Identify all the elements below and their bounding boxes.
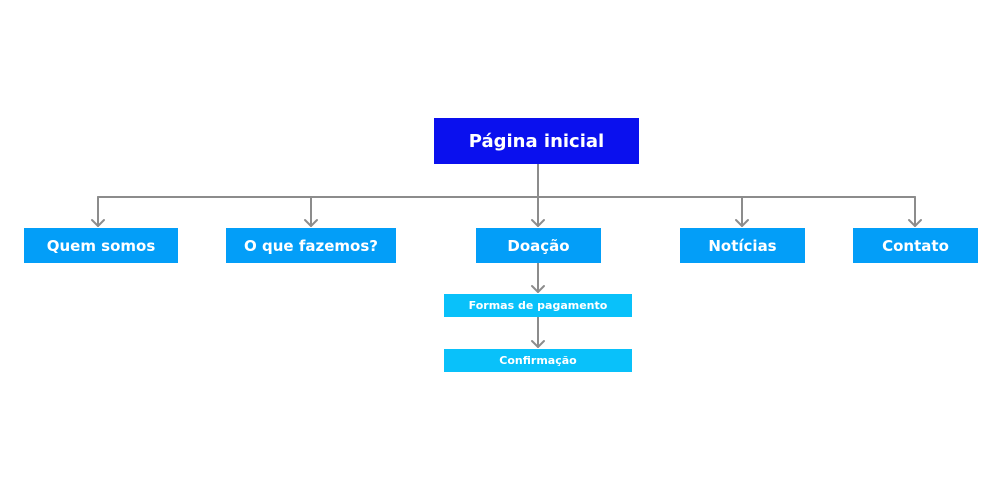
- node-label: Página inicial: [468, 130, 605, 152]
- node-label: Formas de pagamento: [468, 299, 608, 312]
- node-label: Confirmação: [499, 354, 577, 367]
- node-pagina-inicial: Página inicial: [434, 118, 639, 164]
- node-doacao: Doação: [476, 228, 601, 263]
- node-contato: Contato: [853, 228, 978, 263]
- node-formas-de-pagamento: Formas de pagamento: [444, 294, 632, 317]
- node-noticias: Notícias: [680, 228, 805, 263]
- arrowhead-quem-somos: [91, 219, 105, 227]
- node-o-que-fazemos: O que fazemos?: [226, 228, 396, 263]
- arrowhead-doacao: [531, 219, 545, 227]
- node-label: O que fazemos?: [244, 236, 378, 255]
- arrowhead-o-que-fazemos: [304, 219, 318, 227]
- node-label: Contato: [882, 236, 949, 255]
- arrowhead-contato: [908, 219, 922, 227]
- node-label: Doação: [507, 236, 570, 255]
- arrowhead-formas-de-pagamento: [531, 285, 545, 293]
- node-label: Notícias: [708, 236, 777, 255]
- arrowhead-confirmacao: [531, 340, 545, 348]
- node-confirmacao: Confirmação: [444, 349, 632, 372]
- node-label: Quem somos: [46, 236, 156, 255]
- node-quem-somos: Quem somos: [24, 228, 178, 263]
- arrowhead-noticias: [735, 219, 749, 227]
